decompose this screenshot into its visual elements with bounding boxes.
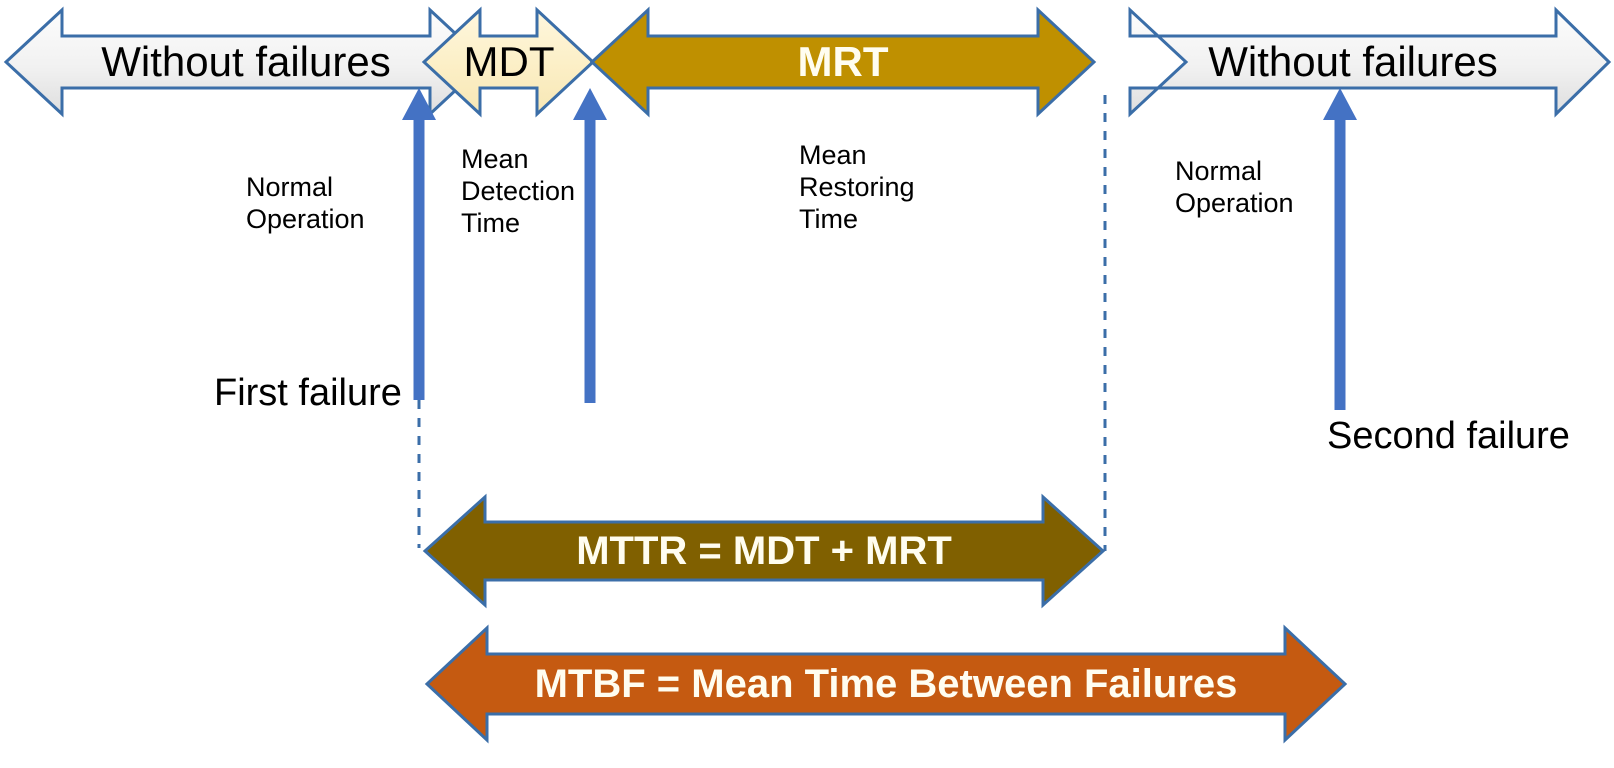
blue-arrow-detection-complete <box>573 88 607 403</box>
arrow-shape-mrt <box>589 6 1097 118</box>
blue-arrow-first-failure <box>402 88 436 400</box>
arrow-shape-without-failures-right <box>1128 6 1612 118</box>
arrow-shape-mttr <box>422 493 1106 609</box>
arrow-shape-mtbf <box>424 624 1348 744</box>
blue-arrow-second-failure <box>1323 88 1357 410</box>
arrow-shape-mdt <box>421 6 596 118</box>
